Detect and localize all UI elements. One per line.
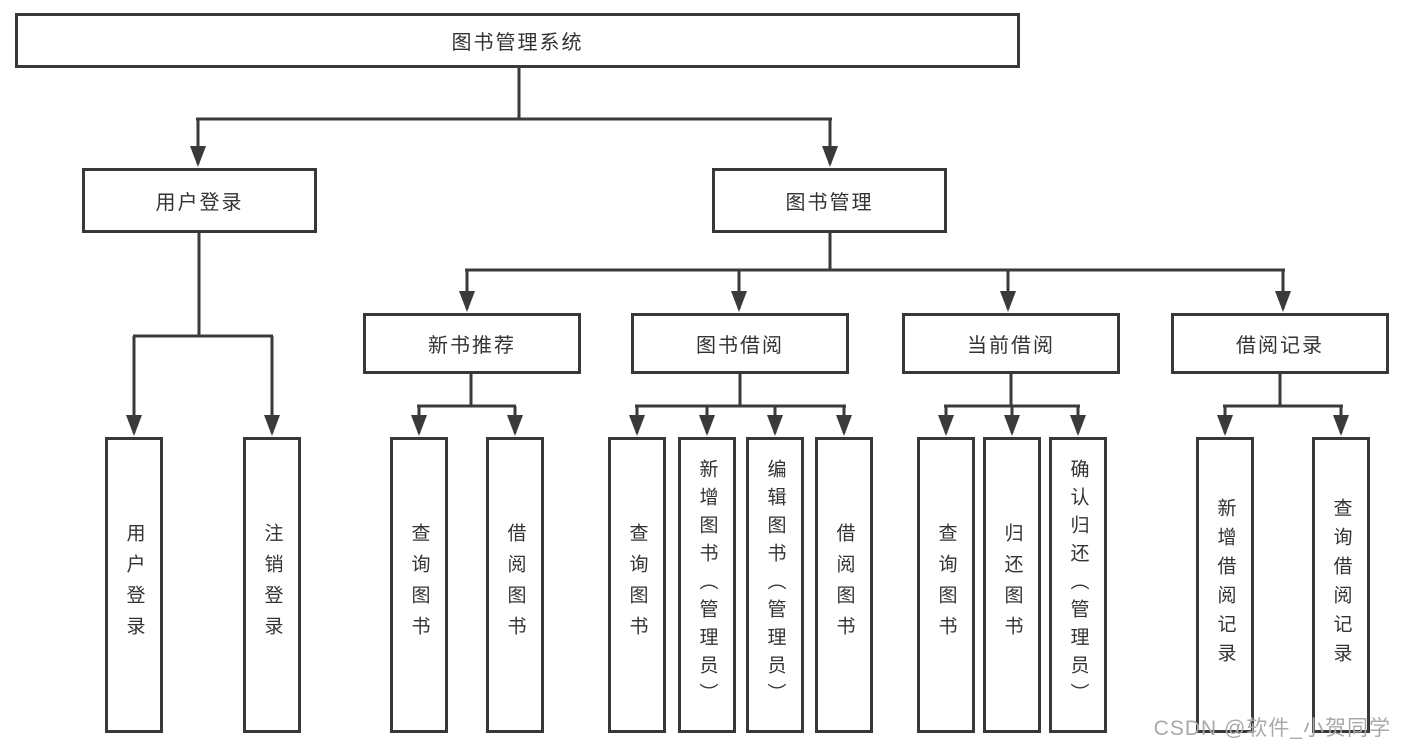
leaf-borrowing-query-books: 查询图书 [608,437,666,733]
node-borrowing-records-label: 借阅记录 [1236,335,1324,357]
node-book-management: 图书管理 [712,168,947,233]
leaf-user-login: 用户登录 [105,437,163,733]
node-current-borrowing-label: 当前借阅 [967,335,1055,357]
leaf-recommend-borrow-books: 借阅图书 [486,437,544,733]
edge-borrowing-records-to-leaves [1217,373,1349,436]
leaf-recommend-query-books: 查询图书 [390,437,448,733]
node-user-login: 用户登录 [82,168,317,233]
leaf-borrowing-query-books-label: 查询图书 [626,523,648,647]
node-new-book-recommend: 新书推荐 [363,313,581,374]
leaf-borrowing-borrow-books-label: 借阅图书 [833,523,855,647]
node-root-label: 图书管理系统 [451,32,584,54]
edge-user-login-to-leaves [126,232,280,436]
leaf-records-query-record: 查询借阅记录 [1312,437,1370,733]
leaf-records-add-record-label: 新增借阅记录 [1214,498,1236,672]
leaf-borrowing-add-books-admin-label: 新增图书（管理员） [696,459,718,711]
leaf-recommend-borrow-books-label: 借阅图书 [504,523,526,647]
leaf-current-query-books-label: 查询图书 [935,523,957,647]
leaf-borrowing-edit-books-admin-label: 编辑图书（管理员） [764,459,786,711]
csdn-watermark: CSDN @软件_小贺同学 [1153,717,1391,740]
leaf-current-confirm-return-admin: 确认归还（管理员） [1049,437,1107,733]
leaf-current-query-books: 查询图书 [917,437,975,733]
leaf-records-add-record: 新增借阅记录 [1196,437,1254,733]
node-book-borrowing: 图书借阅 [631,313,849,374]
node-root: 图书管理系统 [15,13,1020,68]
leaf-borrowing-edit-books-admin: 编辑图书（管理员） [746,437,804,733]
leaf-borrowing-add-books-admin: 新增图书（管理员） [678,437,736,733]
node-new-book-recommend-label: 新书推荐 [428,335,516,357]
leaf-records-query-record-label: 查询借阅记录 [1330,498,1352,672]
leaf-current-confirm-return-admin-label: 确认归还（管理员） [1067,459,1089,711]
leaf-current-return-books: 归还图书 [983,437,1041,733]
node-borrowing-records: 借阅记录 [1171,313,1389,374]
leaf-logout: 注销登录 [243,437,301,733]
node-user-login-label: 用户登录 [155,192,244,214]
node-current-borrowing: 当前借阅 [902,313,1120,374]
edge-book-management-to-level2 [459,232,1291,312]
leaf-logout-label: 注销登录 [261,523,283,647]
leaf-borrowing-borrow-books: 借阅图书 [815,437,873,733]
leaf-user-login-label: 用户登录 [123,523,145,647]
leaf-recommend-query-books-label: 查询图书 [408,523,430,647]
edge-root-to-level1 [190,67,838,167]
edge-current-borrowing-to-leaves [938,373,1086,436]
node-book-management-label: 图书管理 [785,192,874,214]
leaf-current-return-books-label: 归还图书 [1001,523,1023,647]
edge-new-book-recommend-to-leaves [411,373,523,436]
node-book-borrowing-label: 图书借阅 [696,335,784,357]
edge-book-borrowing-to-leaves [629,373,852,436]
